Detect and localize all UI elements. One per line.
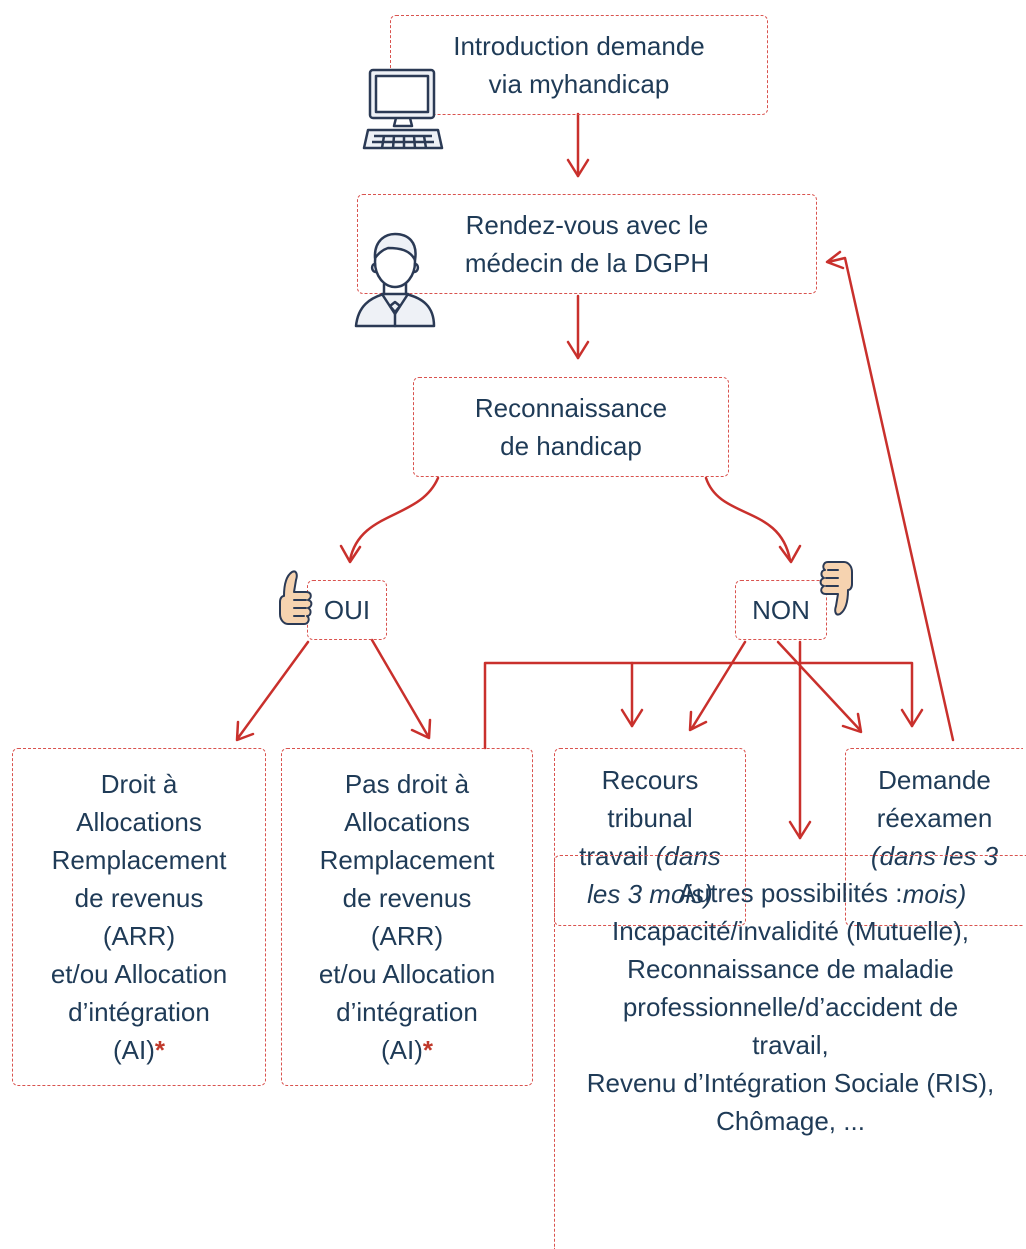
arrow-pasdroit-bracket [483,661,914,750]
autres-line-6: Revenu d’Intégration Sociale (RIS), [586,1068,995,1098]
box-rendez-vous: Rendez-vous avec le médecin de la DGPH [357,194,817,294]
reexamen-italic-b: mois) [902,879,967,909]
rdv-line-2: médecin de la DGPH [464,248,710,278]
recours-line-2: tribunal [607,803,693,833]
arrow-non-recours [690,640,747,730]
arrow-oui-droit [236,640,310,740]
droit-line-2: Allocations [76,807,202,837]
droit-line-3: Remplacement [51,845,227,875]
pasdroit-line-1: Pas droit à [344,769,470,799]
reco-line-2: de handicap [500,431,642,461]
droit-line-4: de revenus [74,883,204,913]
thumbs-down-icon [819,561,853,616]
arrowhead-oui-pasdroit [410,718,432,740]
droit-line-6: et/ou Allocation [50,959,228,989]
droit-asterisk: * [154,1035,165,1065]
pasdroit-line-2: Allocations [344,807,470,837]
arrowhead-intro-rdv [566,158,590,178]
reco-line-1: Reconnaissance [474,393,668,423]
non-label: NON [752,595,810,625]
droit-line-8: (AI)* [13,1031,265,1069]
pasdroit-line-3: Remplacement [319,845,495,875]
arrowhead-bracket-reexamen [900,708,924,728]
recours-italic-a: (dans [655,841,721,871]
reexamen-line-4: mois) [846,875,1023,913]
arrowhead-non-reexamen [841,712,863,734]
arrow-reco-oui [348,476,440,562]
autres-line-3: Reconnaissance de maladie [627,954,954,984]
pasdroit-line-5: (ARR) [370,921,444,951]
box-droit: Droit à Allocations Remplacement de reve… [12,748,266,1086]
droit-line-7: d’intégration [68,997,210,1027]
computer-icon [362,68,444,150]
reexamen-line-2: réexamen [876,803,993,833]
arrowhead-reexamen-rdv [825,250,845,270]
arrow-non-reexamen [776,640,862,732]
box-reexamen: Demande réexamen (dans les 3 mois) [845,748,1023,926]
droit-line-1: Droit à [100,769,178,799]
box-pas-droit: Pas droit à Allocations Remplacement de … [281,748,533,1086]
droit-ai-text: (AI) [112,1035,155,1065]
box-introduction: Introduction demande via myhandicap [390,15,768,115]
droit-line-5: (ARR) [102,921,176,951]
autres-line-1: Autres possibilités : [678,878,903,908]
rdv-line-1: Rendez-vous avec le [465,210,709,240]
reexamen-italic-a: (dans les 3 [870,841,999,871]
reexamen-line-1: Demande [878,765,991,795]
box-recours: Recours tribunal travail (dans les 3 moi… [554,748,746,926]
arrowhead-rdv-reco [566,340,590,360]
box-oui: OUI [307,580,387,640]
doctor-icon [354,232,436,328]
pasdroit-line-7: d’intégration [336,997,478,1027]
reexamen-line-3: (dans les 3 [846,837,1023,875]
pasdroit-ai-text: (AI) [380,1035,423,1065]
oui-label: OUI [323,595,371,625]
autres-line-4: professionnelle/d’accident de [622,992,959,1022]
intro-line-1: Introduction demande [453,31,705,61]
recours-line-1: Recours [601,765,699,795]
arrowhead-reco-oui [339,544,362,564]
box-reconnaissance: Reconnaissance de handicap [413,377,729,477]
autres-line-2: Incapacité/invalidité (Mutuelle), [612,916,969,946]
box-autres-possibilites: Autres possibilités : Incapacité/invalid… [554,855,1026,1249]
pasdroit-asterisk: * [422,1035,433,1065]
arrow-reexamen-rdv [826,256,955,742]
pasdroit-line-4: de revenus [342,883,472,913]
intro-line-2: via myhandicap [488,69,670,99]
arrowhead-oui-droit [235,720,255,742]
recours-line-4: les 3 mois) [555,875,745,913]
thumbs-up-icon [279,570,313,625]
autres-line-5: travail, [752,1030,829,1060]
arrowhead-reco-non [778,544,802,564]
recours-line-3: travail (dans [555,837,745,875]
autres-line-7: Chômage, ... [716,1106,865,1136]
arrowhead-non-autres [788,820,812,840]
box-non: NON [735,580,827,640]
pasdroit-line-8: (AI)* [282,1031,532,1069]
arrowhead-bracket-recours [620,708,644,728]
arrow-oui-pasdroit [370,638,430,738]
arrow-reco-non [704,476,792,562]
recours-italic-b: les 3 mois) [587,879,713,909]
recours-travail: travail [579,841,649,871]
arrowhead-non-recours [688,710,708,732]
pasdroit-line-6: et/ou Allocation [318,959,496,989]
